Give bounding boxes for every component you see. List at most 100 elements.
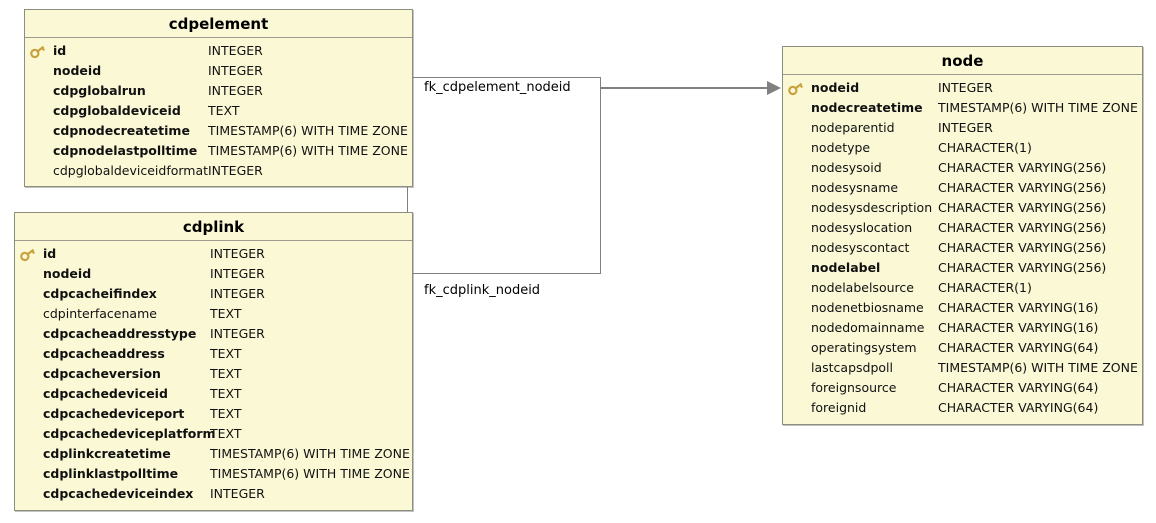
column-name: cdpcachedeviceport: [43, 406, 185, 421]
column-name: cdpglobalrun: [53, 83, 146, 98]
column-type: TEXT: [210, 306, 242, 321]
column-name: nodesysname: [811, 180, 899, 195]
entity-title-node: node: [783, 47, 1142, 75]
primary-key-icon: [29, 43, 47, 59]
entity-column-row: nodenetbiosname CHARACTER VARYING(16): [783, 298, 1142, 318]
entity-title-cdplink: cdplink: [15, 213, 412, 241]
relationship-arrowhead: [767, 81, 781, 95]
column-type: CHARACTER VARYING(64): [938, 380, 1099, 395]
entity-column-row: nodesyslocation CHARACTER VARYING(256): [783, 218, 1142, 238]
column-name: nodeid: [53, 63, 102, 78]
entity-column-row: nodesysdescription CHARACTER VARYING(256): [783, 198, 1142, 218]
column-type: INTEGER: [938, 80, 993, 95]
column-type: CHARACTER VARYING(256): [938, 240, 1107, 255]
primary-key-icon: [30, 45, 46, 59]
column-type: TIMESTAMP(6) WITH TIME ZONE: [938, 100, 1138, 115]
entity-column-row: foreignid CHARACTER VARYING(64): [783, 398, 1142, 418]
entity-column-row: cdplinkcreatetime TIMESTAMP(6) WITH TIME …: [15, 444, 412, 464]
column-type: CHARACTER VARYING(16): [938, 300, 1099, 315]
column-name: nodelabel: [811, 260, 881, 275]
column-type: TEXT: [210, 366, 242, 381]
column-name: nodeid: [43, 266, 92, 281]
column-name: cdpglobaldeviceidformat: [53, 163, 209, 178]
column-name: nodelabelsource: [811, 280, 914, 295]
entity-column-row: nodelabelsource CHARACTER(1): [783, 278, 1142, 298]
column-name: nodesyscontact: [811, 240, 910, 255]
entity-column-row: nodesyscontact CHARACTER VARYING(256): [783, 238, 1142, 258]
entity-column-row: nodedomainname CHARACTER VARYING(16): [783, 318, 1142, 338]
column-name: cdpnodecreatetime: [53, 123, 190, 138]
column-name: cdpcachedeviceid: [43, 386, 168, 401]
relationship-label-fk-cdpelement-nodeid: fk_cdpelement_nodeid: [424, 80, 571, 95]
column-name: cdpcacheaddresstype: [43, 326, 197, 341]
entity-column-row: nodesysname CHARACTER VARYING(256): [783, 178, 1142, 198]
entity-column-row: cdplinklastpolltime TIMESTAMP(6) WITH TIM…: [15, 464, 412, 484]
entity-column-row: nodeid INTEGER: [783, 78, 1142, 98]
column-type: CHARACTER VARYING(256): [938, 260, 1107, 275]
column-name: cdpinterfacename: [43, 306, 157, 321]
entity-column-row: nodeid INTEGER: [25, 61, 412, 81]
relationship-label-fk-cdplink-nodeid: fk_cdplink_nodeid: [424, 283, 541, 298]
column-type: CHARACTER VARYING(256): [938, 180, 1107, 195]
column-name: nodesysoid: [811, 160, 882, 175]
column-type: TIMESTAMP(6) WITH TIME ZONE: [210, 466, 410, 481]
column-name: nodedomainname: [811, 320, 925, 335]
column-type: INTEGER: [208, 163, 263, 178]
primary-key-icon: [20, 248, 36, 262]
entity-column-row: cdpcacheaddresstype INTEGER: [15, 324, 412, 344]
column-type: INTEGER: [208, 43, 263, 58]
column-name: cdplinklastpolltime: [43, 466, 179, 481]
column-name: foreignid: [811, 400, 867, 415]
column-name: nodeid: [811, 80, 860, 95]
column-type: TIMESTAMP(6) WITH TIME ZONE: [210, 446, 410, 461]
column-type: CHARACTER VARYING(16): [938, 320, 1099, 335]
primary-key-icon: [787, 80, 805, 96]
column-type: CHARACTER VARYING(256): [938, 220, 1107, 235]
column-type: INTEGER: [208, 63, 263, 78]
column-name: nodeparentid: [811, 120, 895, 135]
column-name: operatingsystem: [811, 340, 917, 355]
column-type: TEXT: [210, 346, 242, 361]
column-name: foreignsource: [811, 380, 897, 395]
column-name: cdpcachedeviceindex: [43, 486, 194, 501]
column-name: nodenetbiosname: [811, 300, 924, 315]
column-type: CHARACTER(1): [938, 280, 1032, 295]
column-type: INTEGER: [210, 326, 265, 341]
column-type: TIMESTAMP(6) WITH TIME ZONE: [208, 143, 408, 158]
entity-column-row: nodesysoid CHARACTER VARYING(256): [783, 158, 1142, 178]
column-type: CHARACTER(1): [938, 140, 1032, 155]
column-type: INTEGER: [938, 120, 993, 135]
column-name: nodesysdescription: [811, 200, 933, 215]
primary-key-icon: [788, 82, 804, 96]
entity-column-row: nodeparentid INTEGER: [783, 118, 1142, 138]
column-name: nodesyslocation: [811, 220, 913, 235]
column-type: TEXT: [210, 406, 242, 421]
column-type: CHARACTER VARYING(256): [938, 200, 1107, 215]
entity-column-row: cdpglobalrun INTEGER: [25, 81, 412, 101]
column-type: CHARACTER VARYING(256): [938, 160, 1107, 175]
column-name: nodecreatetime: [811, 100, 923, 115]
column-type: INTEGER: [210, 246, 265, 261]
column-type: INTEGER: [208, 83, 263, 98]
column-name: cdplinkcreatetime: [43, 446, 171, 461]
column-type: CHARACTER VARYING(64): [938, 400, 1099, 415]
column-type: TEXT: [210, 426, 242, 441]
clipped-watermark: [16, 508, 196, 520]
